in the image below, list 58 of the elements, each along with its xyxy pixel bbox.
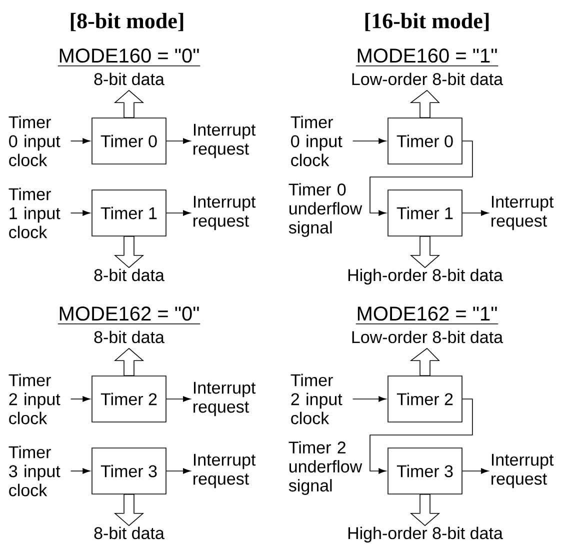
- arrow: [370, 140, 473, 216]
- arrow: [352, 396, 386, 402]
- signal-label: Timer 0 input clock: [290, 116, 342, 166]
- signal-label: Timer 2 input clock: [8, 374, 60, 424]
- block-arrow: [410, 494, 440, 526]
- data-label: 8-bit data: [94, 526, 164, 540]
- signal-label: Timer 1 input clock: [8, 188, 60, 238]
- signal-label: Interrupt request: [194, 382, 256, 416]
- arrow: [70, 210, 90, 216]
- block-arrow: [114, 348, 144, 376]
- mode-heading: MODE160 = "0": [57, 48, 201, 66]
- arrow: [166, 468, 191, 474]
- arrow: [166, 210, 191, 216]
- data-label: High-order 8-bit data: [348, 268, 503, 285]
- timer-box: Timer 0: [92, 118, 166, 164]
- block-arrow: [410, 348, 440, 376]
- block-arrow: [410, 236, 440, 268]
- mode-heading: MODE160 = "1": [355, 48, 499, 66]
- timer-box: Timer 2: [388, 376, 462, 422]
- arrow: [70, 138, 90, 144]
- timer-box: Timer 1: [388, 190, 462, 236]
- arrow: [370, 398, 473, 474]
- edge-label: Timer 2 underflow signal: [288, 441, 362, 495]
- edge-label: Timer 0 underflow signal: [288, 183, 362, 237]
- timer-box: Timer 1: [92, 190, 166, 236]
- timer-box: Timer 0: [388, 118, 462, 164]
- panel-title: [16-bit mode]: [365, 12, 489, 32]
- mode-heading: MODE162 = "1": [355, 306, 499, 324]
- signal-label: Timer 2 input clock: [290, 374, 342, 424]
- timer-box: Timer 2: [92, 376, 166, 422]
- data-label: 8-bit data: [94, 72, 164, 86]
- signal-label: Interrupt request: [492, 196, 554, 230]
- block-arrow: [114, 494, 144, 526]
- data-label: Low-order 8-bit data: [352, 330, 504, 344]
- arrow: [462, 210, 489, 216]
- block-arrow: [114, 90, 144, 118]
- arrow: [70, 468, 90, 474]
- block-arrow: [410, 90, 440, 118]
- signal-label: Interrupt request: [194, 196, 256, 230]
- timer-box: Timer 3: [92, 448, 166, 494]
- arrow: [166, 138, 191, 144]
- arrow: [352, 138, 386, 144]
- panel-title: [8-bit mode]: [70, 12, 184, 32]
- signal-label: Timer 0 input clock: [8, 116, 60, 166]
- mode-heading: MODE162 = "0": [57, 306, 201, 324]
- data-label: Low-order 8-bit data: [352, 72, 504, 86]
- arrow: [70, 396, 90, 402]
- block-arrow: [114, 236, 144, 268]
- data-label: High-order 8-bit data: [348, 526, 503, 543]
- arrow: [462, 468, 489, 474]
- data-label: 8-bit data: [94, 330, 164, 344]
- signal-label: Interrupt request: [194, 124, 256, 158]
- arrow: [166, 396, 191, 402]
- signal-label: Interrupt request: [194, 454, 256, 488]
- signal-label: Interrupt request: [492, 454, 554, 488]
- timer-box: Timer 3: [388, 448, 462, 494]
- signal-label: Timer 3 input clock: [8, 446, 60, 496]
- data-label: 8-bit data: [94, 268, 164, 282]
